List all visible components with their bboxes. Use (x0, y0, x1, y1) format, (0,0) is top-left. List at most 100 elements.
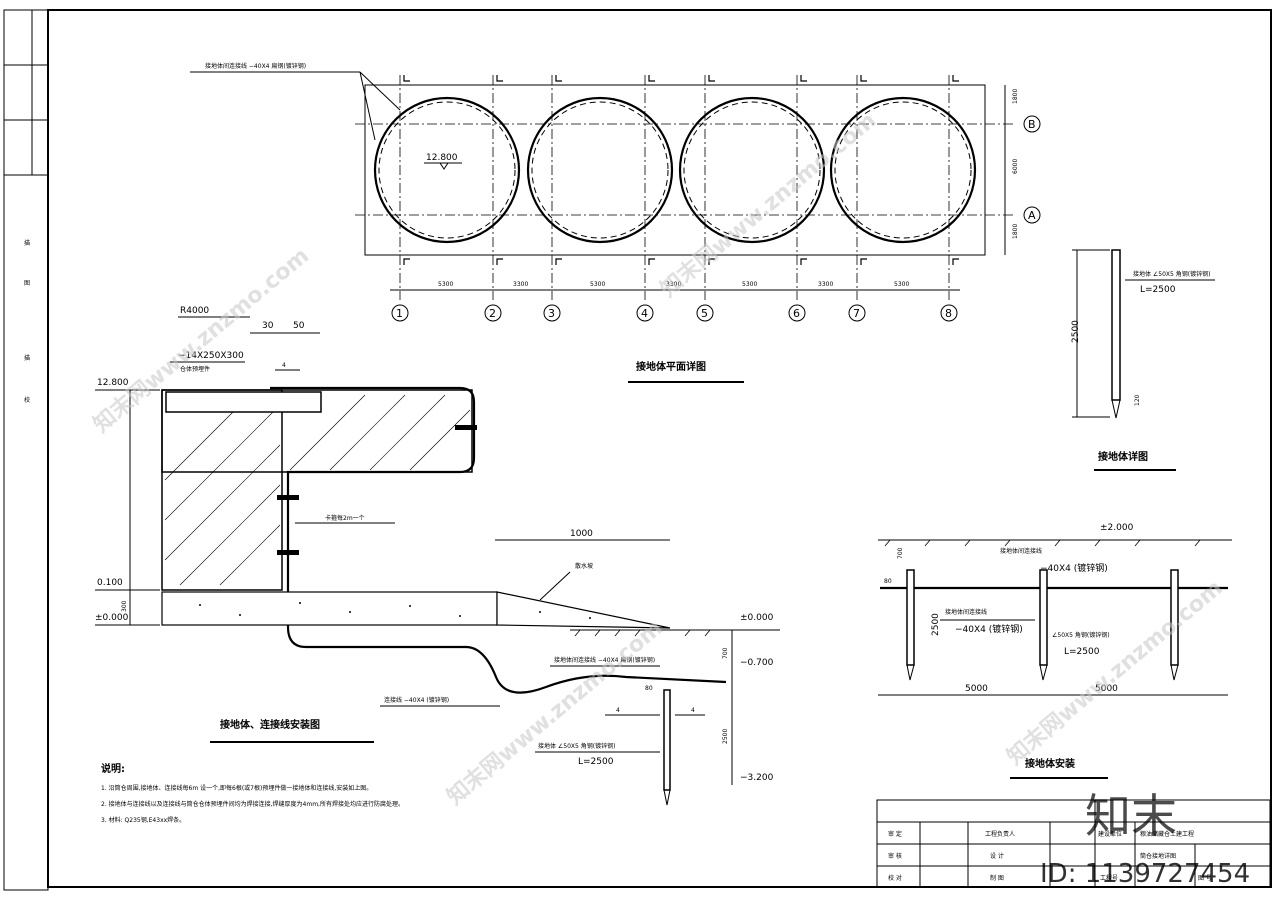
rod-dim-2500: 2500 (1071, 320, 1081, 343)
dim-30: 30 (262, 321, 274, 331)
watermark-4: 知末网www.znzmo.com (1002, 575, 1228, 770)
tb-r3-2: 工程号 (1100, 874, 1118, 882)
install-rod-note: ∠50X5 角钢(镀锌钢) (1052, 631, 1110, 639)
watermark-id: ID: 1139727454 (1040, 859, 1250, 889)
col-label-4: 4 (641, 307, 648, 320)
plan-elevation: 12.800 (426, 153, 458, 163)
elev-0000-right: ±0.000 (740, 613, 774, 623)
tb-r3-1: 制 图 (990, 874, 1004, 882)
tb-r2-1: 设 计 (990, 852, 1004, 860)
dim-2500-sec: 2500 (722, 729, 729, 744)
col-label-8: 8 (945, 307, 952, 320)
install-conn-note2: 接地体间连接线 (1000, 547, 1042, 555)
tb-r1-2: 建设单位 (1098, 830, 1122, 838)
col-label-3: 3 (548, 307, 555, 320)
install-conn-note: 接地体间连接线 (945, 608, 987, 616)
rod-len-sec: L=2500 (578, 757, 614, 767)
silo-circles (373, 96, 977, 244)
col-label-5: 5 (701, 307, 708, 320)
install-flat1: −40X4 (镀锌钢) (955, 623, 1023, 635)
col-label-2: 2 (489, 307, 496, 320)
install-dim-80: 80 (884, 578, 892, 585)
signature-strip: 描 图 描 校 (3, 9, 49, 404)
slope-note: 散水坡 (575, 562, 593, 570)
down-note: 连接线 −40X4 (镀锌钢) (384, 696, 449, 704)
install-flat2: −40X4 (镀锌钢) (1040, 562, 1108, 574)
watermark-3: 知末网www.znzmo.com (442, 615, 668, 810)
dim-80: 80 (645, 685, 653, 692)
plan-span-labels: 5300 3300 5300 3300 5300 3300 5300 (438, 281, 909, 288)
install-rod-len: L=2500 (1064, 647, 1100, 657)
wall-note: 卡箍每2m一个 (325, 514, 365, 522)
row-label-a: A (1028, 209, 1036, 222)
strip-label-4: 校 (24, 396, 30, 404)
tb-r3-0: 校 对 (888, 874, 902, 882)
weld-4b: 4 (691, 707, 695, 714)
dim-700-sec: 700 (722, 647, 729, 659)
weld-4a: 4 (616, 707, 620, 714)
install-span-2: 5000 (1095, 684, 1118, 694)
rod-note-sec: 接地体 ∠50X5 角钢(镀锌钢) (538, 742, 615, 750)
span-5: 5300 (742, 281, 757, 288)
rod-dim-120: 120 (1134, 394, 1141, 406)
rod-detail: 2500 120 接地体 ∠50X5 角钢(镀锌钢) L=2500 接地体详图 (1071, 249, 1215, 471)
outer-frame (3, 9, 49, 891)
tb-r1-3: 粮油储藏仓土建工程 (1140, 830, 1194, 838)
title-block: 审 定 工程负责人 建设单位 粮油储藏仓土建工程 审 核 设 计 筒仓接地详图 … (876, 799, 1271, 888)
r-label: R4000 (180, 306, 209, 316)
right-dim-2: 6000 (1012, 159, 1019, 174)
elev-0000-left: ±0.000 (95, 613, 129, 623)
tb-r2-0: 审 核 (888, 852, 902, 860)
tb-r1-1: 工程负责人 (985, 830, 1015, 838)
elev-0700: −0.700 (740, 658, 774, 668)
section-detail: 仓体预埋件 −14X250X300 R4000 30 50 4 卡箍每2m一个 … (95, 306, 780, 806)
plate-label: −14X250X300 (178, 351, 244, 361)
span-4: 3300 (666, 281, 681, 288)
elev-top: 12.800 (97, 378, 129, 388)
note-3: 3. 材料: Q235钢,E43xx焊条。 (101, 816, 185, 824)
span-7: 5300 (894, 281, 909, 288)
conn-note: 接地体间连接线 −40X4 扁钢(镀锌钢) (554, 656, 655, 664)
section-title: 接地体、连接线安装图 (220, 718, 320, 731)
install-elev: ±2.000 (1100, 523, 1134, 533)
note-2: 2. 接地体与连接线以及连接线与筒仓仓体预埋件间均为焊接连接,焊缝厚度为4mm,… (101, 800, 404, 808)
tb-r1-0: 审 定 (888, 830, 902, 838)
strip-label-2: 图 (24, 280, 30, 287)
row-label-b: B (1028, 118, 1036, 131)
install-detail: ±2.000 700 80 2500 接地体间连接线 −40X4 (镀锌钢) 接… (878, 523, 1232, 779)
dim-1000: 1000 (570, 529, 593, 539)
watermark-logo: 知末 (1085, 789, 1177, 843)
plate-note: 仓体预埋件 (180, 365, 210, 373)
inner-frame (47, 9, 1272, 888)
strip-label-1: 描 (24, 239, 30, 247)
notes: 说明: 1. 沿筒仓周围,接地体、连接线每6m 设一个,即每6根(或7根)预埋件… (101, 762, 404, 824)
rod-note: 接地体 ∠50X5 角钢(镀锌钢) (1133, 270, 1210, 278)
col-label-6: 6 (793, 307, 800, 320)
plan-rod-markers (403, 75, 959, 265)
install-title: 接地体安装 (1025, 757, 1075, 770)
plan-title: 接地体平面详图 (636, 360, 706, 373)
elev-3200: −3.200 (740, 773, 774, 783)
column-bubbles: 1 2 3 4 5 6 7 8 (391, 304, 958, 322)
span-2: 3300 (513, 281, 528, 288)
right-dim-1: 1800 (1012, 89, 1019, 104)
rod-len: L=2500 (1140, 285, 1176, 295)
span-6: 3300 (818, 281, 833, 288)
install-dim-2500: 2500 (931, 613, 941, 636)
tb-r2-2: 筒仓接地详图 (1140, 852, 1176, 860)
strip-label-3: 描 (24, 354, 30, 362)
dim-50: 50 (293, 321, 305, 331)
col-label-7: 7 (853, 307, 860, 320)
plan-callout: 接地体间连接线 −40X4 扁钢(镀锌钢) (205, 62, 306, 70)
elev-0100: 0.100 (97, 578, 123, 588)
rod-title: 接地体详图 (1098, 450, 1148, 463)
right-dim-3: 1800 (1012, 224, 1019, 239)
col-label-1: 1 (396, 307, 403, 320)
weld-mark: 4 (282, 362, 286, 369)
plan-detail: 接地体间连接线 −40X4 扁钢(镀锌钢) 12.800 5300 3300 5… (190, 62, 1041, 383)
span-3: 5300 (590, 281, 605, 288)
tb-r3-3: 图 号 (1198, 875, 1212, 882)
dim-300: 300 (121, 600, 128, 612)
notes-heading: 说明: (101, 762, 125, 775)
